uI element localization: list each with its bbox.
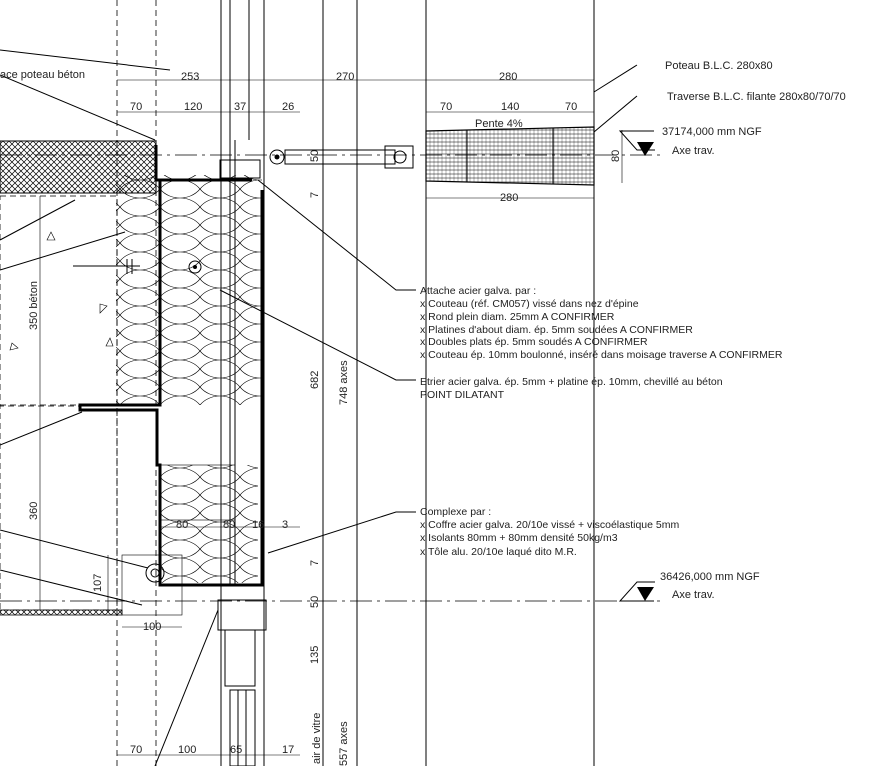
note-complexe: Complexe par : x Coffre acier galva. 20/… [420,506,679,558]
dim-text: 3 [282,519,288,531]
note-complexe-line: x Coffre acier galva. 20/10e vissé + vis… [420,519,679,531]
dim-text: 70 [130,101,142,113]
note-attache-line: x Platines d'about diam. ép. 5mm soudées… [420,324,693,336]
label-ngf-top: 37174,000 mm NGF [662,126,762,138]
dim-text: 80 [610,150,622,162]
dim-text: 50 [309,596,321,608]
label-axes-557: 557 axes [338,721,350,766]
window-frame [121,554,267,766]
note-etrier-line: Etrier acier galva. ép. 5mm + platine ép… [420,376,723,388]
steel-box-complex [73,140,264,587]
dim-text: 16 [252,519,264,531]
dim-text: 107 [92,574,104,592]
label-beton-350: 350 béton [28,281,40,330]
note-attache-line: x Doubles plats ép. 5mm soudés A CONFIRM… [420,336,648,348]
label-pente: Pente 4% [475,118,523,130]
dim-text: 7 [309,560,321,566]
connection-rod [269,145,414,169]
note-attache-line: x Couteau ép. 10mm boulonné, inséré dans… [420,349,783,361]
note-attache-line: x Rond plein diam. 25mm A CONFIRMER [420,311,615,323]
dim-text: 65 [230,744,242,756]
dim-text: 140 [501,101,519,113]
dim-text: 17 [282,744,294,756]
dim-text: 120 [184,101,202,113]
label-ngf-bottom: 36426,000 mm NGF [660,571,760,583]
dim-text: 100 [143,621,161,633]
dim-text: 135 [309,646,321,664]
label-axe-trav-top: Axe trav. [672,145,715,157]
dim-text: 280 [500,192,518,204]
note-attache: Attache acier galva. par : x Couteau (ré… [420,285,783,361]
timber-traverse [425,126,595,186]
dim-text: 7 [309,192,321,198]
dim-text: 70 [130,744,142,756]
dim-text: 682 [309,371,321,389]
dim-text: 270 [336,71,354,83]
dimension-texts: 253 270 280 70 120 37 26 70 140 70 280 8… [28,71,622,756]
label-axe-trav-bottom: Axe trav. [672,589,715,601]
dim-text: 280 [499,71,517,83]
label-air-vitre: air de vitre [311,713,323,764]
note-complexe-line: Complexe par : [420,506,491,518]
label-traverse-blc: Traverse B.L.C. filante 280x80/70/70 [667,91,846,103]
dim-text: 253 [181,71,199,83]
note-complexe-line: x Tôle alu. 20/10e laqué dito M.R. [420,546,577,558]
note-attache-line: Attache acier galva. par : [420,285,536,297]
dim-text: 26 [282,101,294,113]
dim-text: 37 [234,101,246,113]
dim-text: 80 [176,519,188,531]
leader-lines [0,49,655,606]
label-poteau-blc: Poteau B.L.C. 280x80 [665,60,773,72]
dim-text: 360 [28,502,40,520]
note-etrier-line: POINT DILATANT [420,389,505,401]
note-complexe-line: x Isolants 80mm + 80mm densité 50kg/m3 [420,532,618,544]
dim-text: 70 [440,101,452,113]
note-attache-line: x Couteau (réf. CM057) vissé dans nez d'… [420,298,639,310]
label-axes-748: 748 axes [338,360,350,405]
dimension-lines [39,79,623,756]
dim-text: 80 [223,519,235,531]
note-etrier: Etrier acier galva. ép. 5mm + platine ép… [420,376,723,401]
dim-text: 100 [178,744,196,756]
label-poteau-beton: ace poteau béton [0,69,85,81]
dim-text: 70 [565,101,577,113]
dim-text: 50 [309,150,321,162]
